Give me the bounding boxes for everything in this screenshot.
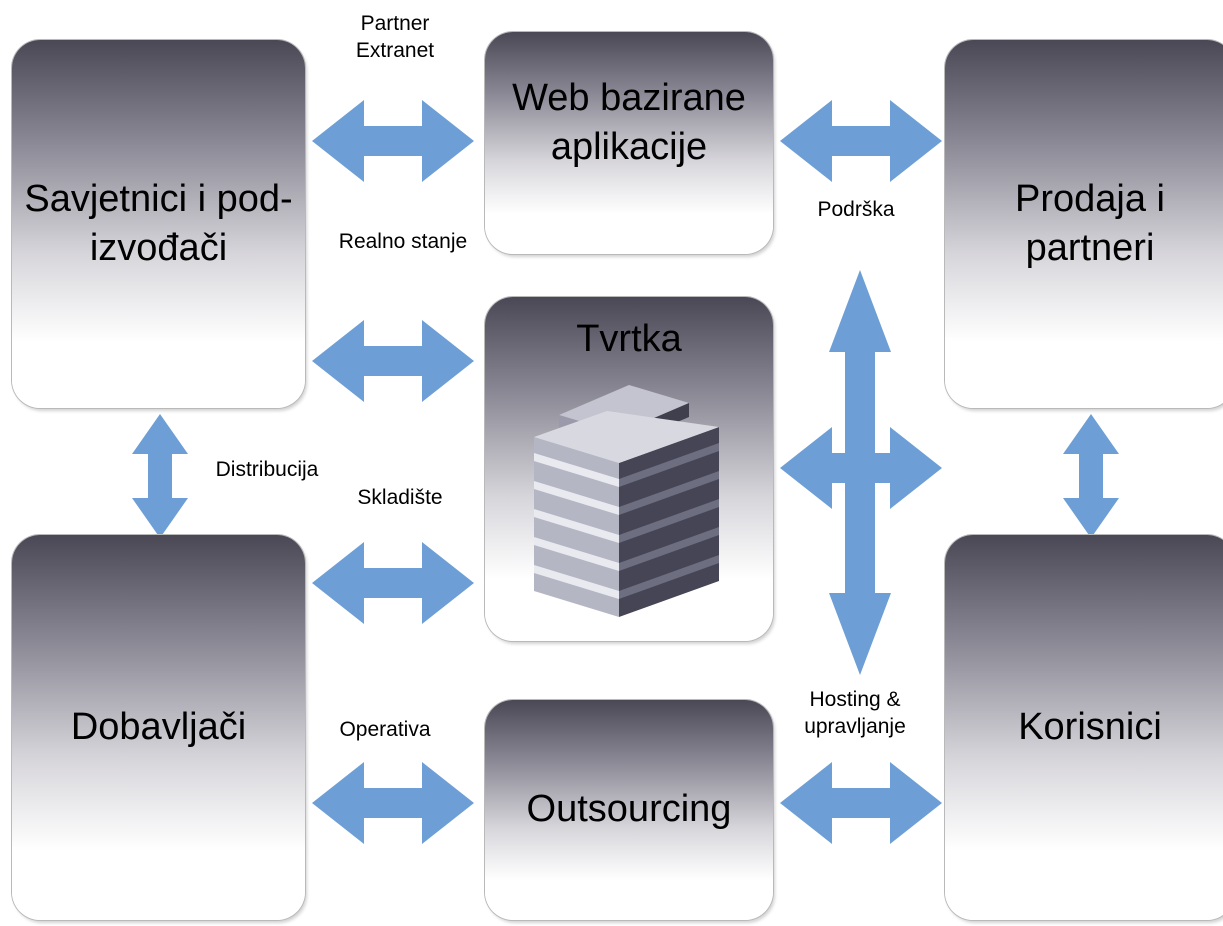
arrow-savjetnici-web	[312, 100, 474, 182]
arrow-dobavljaci-tvrtka	[312, 542, 474, 624]
arrow-dobavljaci-outsourcing	[312, 762, 474, 844]
node-prodaja: Prodaja i partneri	[945, 40, 1223, 408]
node-tvrtka-label: Tvrtka	[576, 318, 682, 360]
node-korisnici: Korisnici	[945, 535, 1223, 920]
label-skladiste: Skladište	[357, 486, 443, 509]
arrow-web-prodaja	[780, 100, 942, 182]
node-web-aplikacije: Web bazirane aplikacije	[485, 32, 773, 254]
node-outsourcing: Outsourcing	[485, 700, 773, 920]
arrow-vertical-center	[829, 270, 891, 675]
node-web-label: Web bazirane aplikacije	[512, 76, 746, 168]
label-realno-stanje: Realno stanje	[338, 230, 468, 253]
office-building-icon	[534, 385, 719, 617]
label-partner-extranet: Partner Extranet	[355, 12, 435, 63]
arrow-prodaja-korisnici	[1063, 414, 1119, 538]
node-dobavljaci: Dobavljači	[12, 535, 305, 920]
label-podrska: Podrška	[817, 198, 895, 221]
node-dobavljaci-label: Dobavljači	[70, 705, 247, 748]
arrow-savjetnici-tvrtka	[312, 320, 474, 402]
label-hosting: Hosting & upravljanje	[804, 688, 906, 739]
arrow-outsourcing-korisnici	[780, 762, 942, 844]
node-savjetnici-label: Savjetnici i pod- izvođači	[24, 177, 293, 269]
node-korisnici-label: Korisnici	[1018, 705, 1162, 748]
arrow-savjetnici-dobavljaci	[132, 414, 188, 538]
label-distribucija: Distribucija	[215, 458, 319, 481]
label-operativa: Operativa	[339, 718, 431, 741]
node-tvrtka: Tvrtka	[485, 297, 773, 641]
node-outsourcing-label: Outsourcing	[526, 788, 732, 831]
node-savjetnici: Savjetnici i pod- izvođači	[12, 40, 305, 408]
node-prodaja-label: Prodaja i partneri	[1015, 177, 1165, 269]
